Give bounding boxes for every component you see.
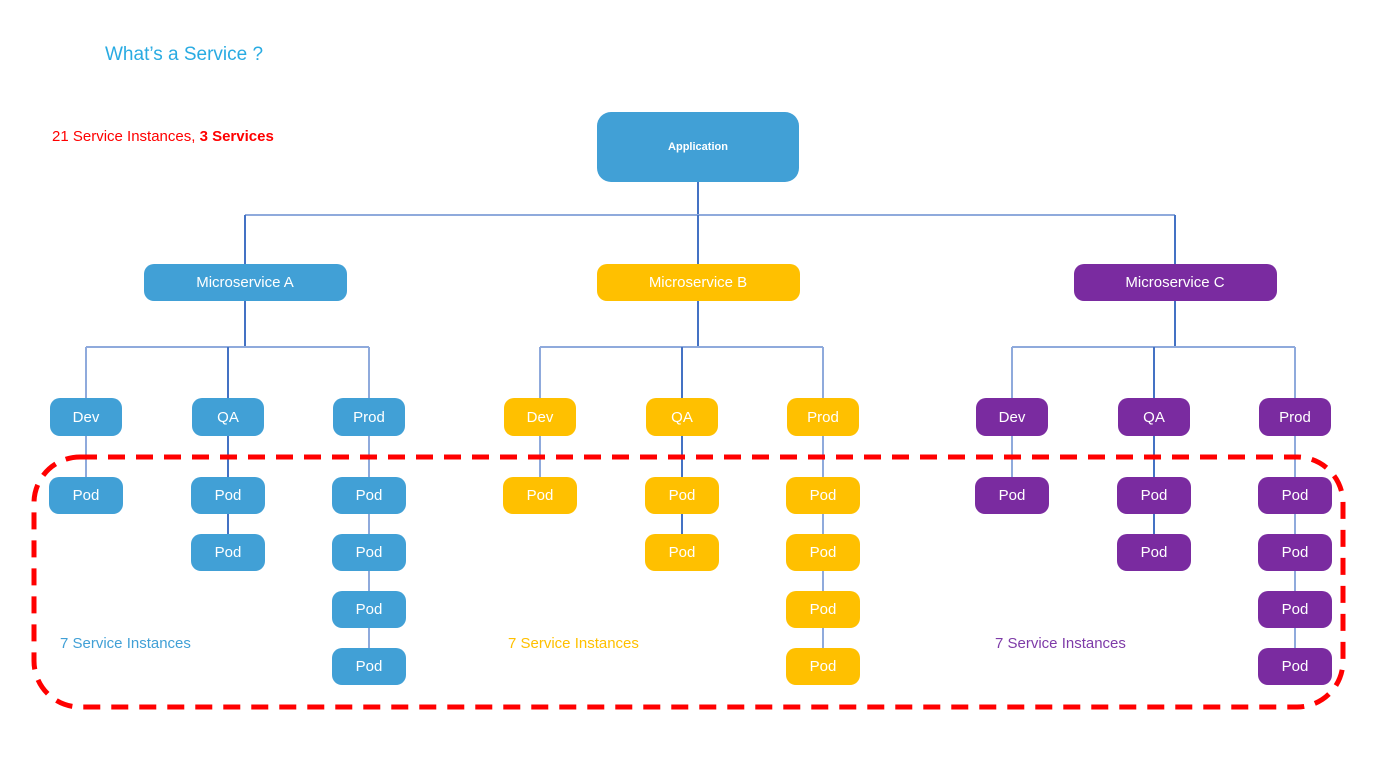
summary-count: 21 Service Instances, bbox=[52, 128, 200, 145]
connector-line bbox=[539, 347, 541, 398]
connector-line bbox=[681, 347, 683, 398]
pod-node: Pod bbox=[786, 648, 860, 685]
connector-line bbox=[1011, 347, 1013, 398]
connector-line bbox=[85, 347, 87, 398]
pod-node: Pod bbox=[1117, 534, 1191, 571]
summary-text: 21 Service Instances, 3 Services bbox=[52, 128, 274, 145]
connector-line bbox=[368, 571, 370, 591]
page-title: What’s a Service ? bbox=[105, 44, 264, 65]
connector-line bbox=[1294, 628, 1296, 648]
pod-node: Pod bbox=[191, 534, 265, 571]
pod-node: Pod bbox=[786, 534, 860, 571]
connector-line bbox=[1153, 514, 1155, 534]
connector-line bbox=[1174, 215, 1176, 264]
instances-label: 7 Service Instances bbox=[60, 635, 191, 652]
connector-line bbox=[368, 436, 370, 477]
microservice-node: Microservice A bbox=[143, 264, 347, 301]
connector-line bbox=[1294, 347, 1296, 398]
summary-services-count: 3 Services bbox=[199, 128, 274, 145]
connector-line bbox=[697, 301, 699, 347]
connector-line bbox=[1294, 514, 1296, 534]
connector-line bbox=[822, 514, 824, 534]
connector-line bbox=[822, 436, 824, 477]
pod-node: Pod bbox=[645, 534, 719, 571]
connector-line bbox=[227, 436, 229, 477]
pod-node: Pod bbox=[1117, 477, 1191, 514]
connector-line bbox=[1294, 436, 1296, 477]
connector-line bbox=[368, 514, 370, 534]
connector-line bbox=[1174, 301, 1176, 347]
environment-node-dev: Dev bbox=[976, 398, 1048, 436]
connector-line bbox=[697, 215, 699, 264]
connector-line bbox=[245, 214, 1175, 216]
environment-node-prod: Prod bbox=[787, 398, 859, 436]
connector-line bbox=[227, 514, 229, 534]
microservice-node: Microservice C bbox=[1073, 264, 1277, 301]
pod-node: Pod bbox=[975, 477, 1049, 514]
environment-node-qa: QA bbox=[192, 398, 264, 436]
application-node: Application bbox=[597, 112, 799, 182]
connector-line bbox=[681, 514, 683, 534]
environment-node-dev: Dev bbox=[504, 398, 576, 436]
connector-line bbox=[368, 347, 370, 398]
connector-line bbox=[822, 571, 824, 591]
environment-node-prod: Prod bbox=[1259, 398, 1331, 436]
environment-node-qa: QA bbox=[1118, 398, 1190, 436]
environment-node-dev: Dev bbox=[50, 398, 122, 436]
connector-line bbox=[1153, 436, 1155, 477]
connector-line bbox=[681, 436, 683, 477]
instances-label: 7 Service Instances bbox=[508, 635, 639, 652]
connector-line bbox=[244, 301, 246, 347]
pod-node: Pod bbox=[191, 477, 265, 514]
connector-line bbox=[697, 182, 699, 215]
connector-line bbox=[539, 436, 541, 477]
connector-line bbox=[822, 628, 824, 648]
connector-line bbox=[227, 347, 229, 398]
pod-node: Pod bbox=[1258, 534, 1332, 571]
pod-node: Pod bbox=[332, 591, 406, 628]
pod-node: Pod bbox=[1258, 477, 1332, 514]
pod-node: Pod bbox=[786, 477, 860, 514]
pod-node: Pod bbox=[786, 591, 860, 628]
connector-line bbox=[244, 215, 246, 264]
connector-line bbox=[85, 436, 87, 477]
pod-node: Pod bbox=[49, 477, 123, 514]
instances-label: 7 Service Instances bbox=[995, 635, 1126, 652]
environment-node-qa: QA bbox=[646, 398, 718, 436]
connector-line bbox=[822, 347, 824, 398]
connector-line bbox=[1294, 571, 1296, 591]
pod-node: Pod bbox=[645, 477, 719, 514]
environment-node-prod: Prod bbox=[333, 398, 405, 436]
connector-line bbox=[1153, 347, 1155, 398]
pod-node: Pod bbox=[332, 477, 406, 514]
connector-line bbox=[368, 628, 370, 648]
pod-node: Pod bbox=[503, 477, 577, 514]
pod-node: Pod bbox=[332, 648, 406, 685]
connector-line bbox=[1011, 436, 1013, 477]
pod-node: Pod bbox=[332, 534, 406, 571]
pod-node: Pod bbox=[1258, 648, 1332, 685]
pod-node: Pod bbox=[1258, 591, 1332, 628]
microservice-node: Microservice B bbox=[596, 264, 800, 301]
